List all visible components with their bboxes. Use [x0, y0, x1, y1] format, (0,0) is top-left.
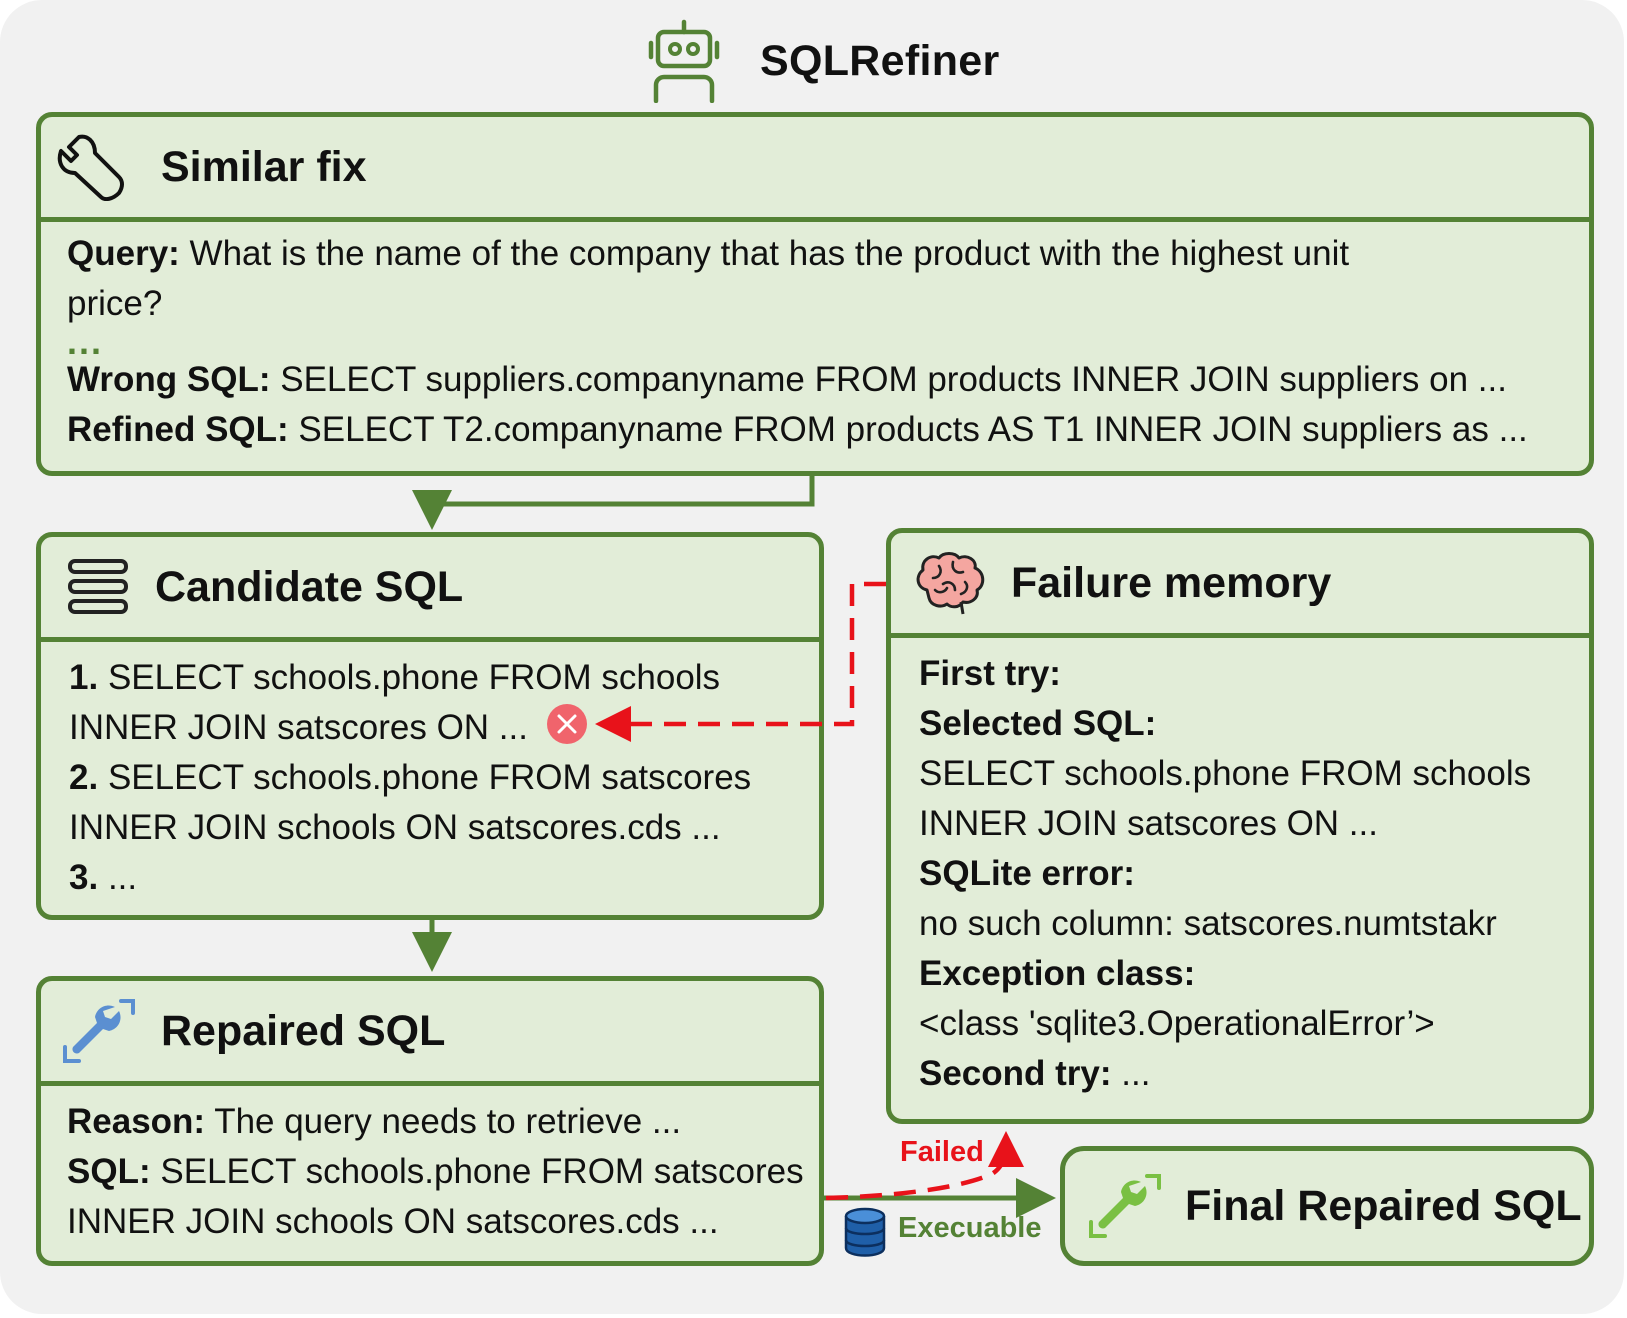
selected-sql-line: INNER JOIN satscores ON ...: [919, 804, 1378, 843]
sql-text-cont: INNER JOIN schools ON satscores.cds ...: [67, 1202, 719, 1241]
item-number: 1.: [69, 658, 99, 697]
candidate-sql-box: Candidate SQL 1. SELECT schools.phone FR…: [36, 532, 824, 920]
wrong-sql-text: SELECT suppliers.companyname FROM produc…: [280, 360, 1507, 399]
second-try-text: ...: [1121, 1054, 1151, 1093]
diagram-title: SQLRefiner: [760, 36, 1000, 85]
refined-sql-text: SELECT T2.companyname FROM products AS T…: [298, 410, 1528, 449]
similar-fix-header: Similar fix: [41, 117, 1589, 222]
list-item-cont: INNER JOIN schools ON satscores.cds ...: [69, 808, 721, 847]
wrong-sql-label: Wrong SQL:: [67, 360, 271, 399]
similar-fix-body: Query: What is the name of the company t…: [67, 229, 1573, 455]
reason-text: The query needs to retrieve ...: [214, 1102, 682, 1141]
selected-sql-label: Selected SQL:: [919, 704, 1157, 743]
error-x-icon: [547, 704, 587, 744]
candidate-sql-body: 1. SELECT schools.phone FROM schools INN…: [69, 653, 803, 903]
executable-label: Execuable: [898, 1212, 1042, 1244]
item-text: SELECT schools.phone FROM satscores: [107, 758, 752, 797]
title-row: SQLRefiner: [648, 18, 1000, 104]
failure-memory-box: Failure memory First try: Selected SQL: …: [886, 528, 1594, 1124]
final-repair-icon: [1089, 1174, 1161, 1238]
arrow-memory-to-candidate: [595, 581, 886, 742]
first-try-label: First try:: [919, 654, 1061, 693]
similar-fix-title: Similar fix: [161, 142, 367, 191]
failure-memory-body: First try: Selected SQL: SELECT schools.…: [919, 649, 1573, 1099]
list-icon: [68, 559, 128, 614]
list-item: 2. SELECT schools.phone FROM satscores: [69, 753, 803, 803]
sqlite-error-text: no such column: satscores.numtstakr: [919, 904, 1497, 943]
failure-memory-title: Failure memory: [1011, 558, 1332, 607]
exception-class-label: Exception class:: [919, 954, 1196, 993]
failure-memory-header: Failure memory: [891, 533, 1589, 638]
similar-fix-box: Similar fix Query: What is the name of t…: [36, 112, 1594, 476]
repaired-sql-header: Repaired SQL: [41, 981, 819, 1086]
repair-icon: [63, 999, 135, 1063]
query-text: What is the name of the company that has…: [189, 234, 1350, 273]
sql-label: SQL:: [67, 1152, 151, 1191]
candidate-sql-title: Candidate SQL: [155, 562, 464, 611]
item-number: 2.: [69, 758, 99, 797]
query-label: Query:: [67, 234, 180, 273]
candidate-sql-header: Candidate SQL: [41, 537, 819, 642]
ellipsis: ...: [67, 321, 104, 362]
wrench-icon: [57, 134, 124, 201]
query-text-cont: price?: [67, 284, 163, 323]
arrow-failed: [825, 1131, 1024, 1201]
arrow-similar-to-candidate: [412, 474, 815, 530]
refined-sql-label: Refined SQL:: [67, 410, 289, 449]
item-text: SELECT schools.phone FROM schools: [107, 658, 721, 697]
database-icon: [844, 1207, 886, 1257]
reason-label: Reason:: [67, 1102, 206, 1141]
sql-text: SELECT schools.phone FROM satscores: [160, 1152, 804, 1191]
robot-icon: [648, 19, 720, 103]
item-number: 3.: [69, 858, 99, 897]
final-repaired-sql-title: Final Repaired SQL: [1185, 1181, 1582, 1230]
repaired-sql-body: Reason: The query needs to retrieve ... …: [67, 1097, 804, 1247]
selected-sql-line: SELECT schools.phone FROM schools: [919, 754, 1532, 793]
repaired-sql-title: Repaired SQL: [161, 1006, 446, 1055]
final-repaired-sql-box: Final Repaired SQL: [1060, 1146, 1594, 1266]
item-text: ...: [107, 858, 138, 897]
failed-label: Failed: [900, 1136, 984, 1168]
sqlite-error-label: SQLite error:: [919, 854, 1135, 893]
list-item-cont: INNER JOIN satscores ON ...: [69, 708, 528, 747]
second-try-label: Second try:: [919, 1054, 1112, 1093]
repaired-sql-box: Repaired SQL Reason: The query needs to …: [36, 976, 824, 1266]
exception-class-text: <class 'sqlite3.OperationalError’>: [919, 1004, 1435, 1043]
brain-icon: [916, 552, 985, 615]
list-item: 3. ...: [69, 853, 803, 903]
list-item: 1. SELECT schools.phone FROM schools: [69, 653, 803, 703]
